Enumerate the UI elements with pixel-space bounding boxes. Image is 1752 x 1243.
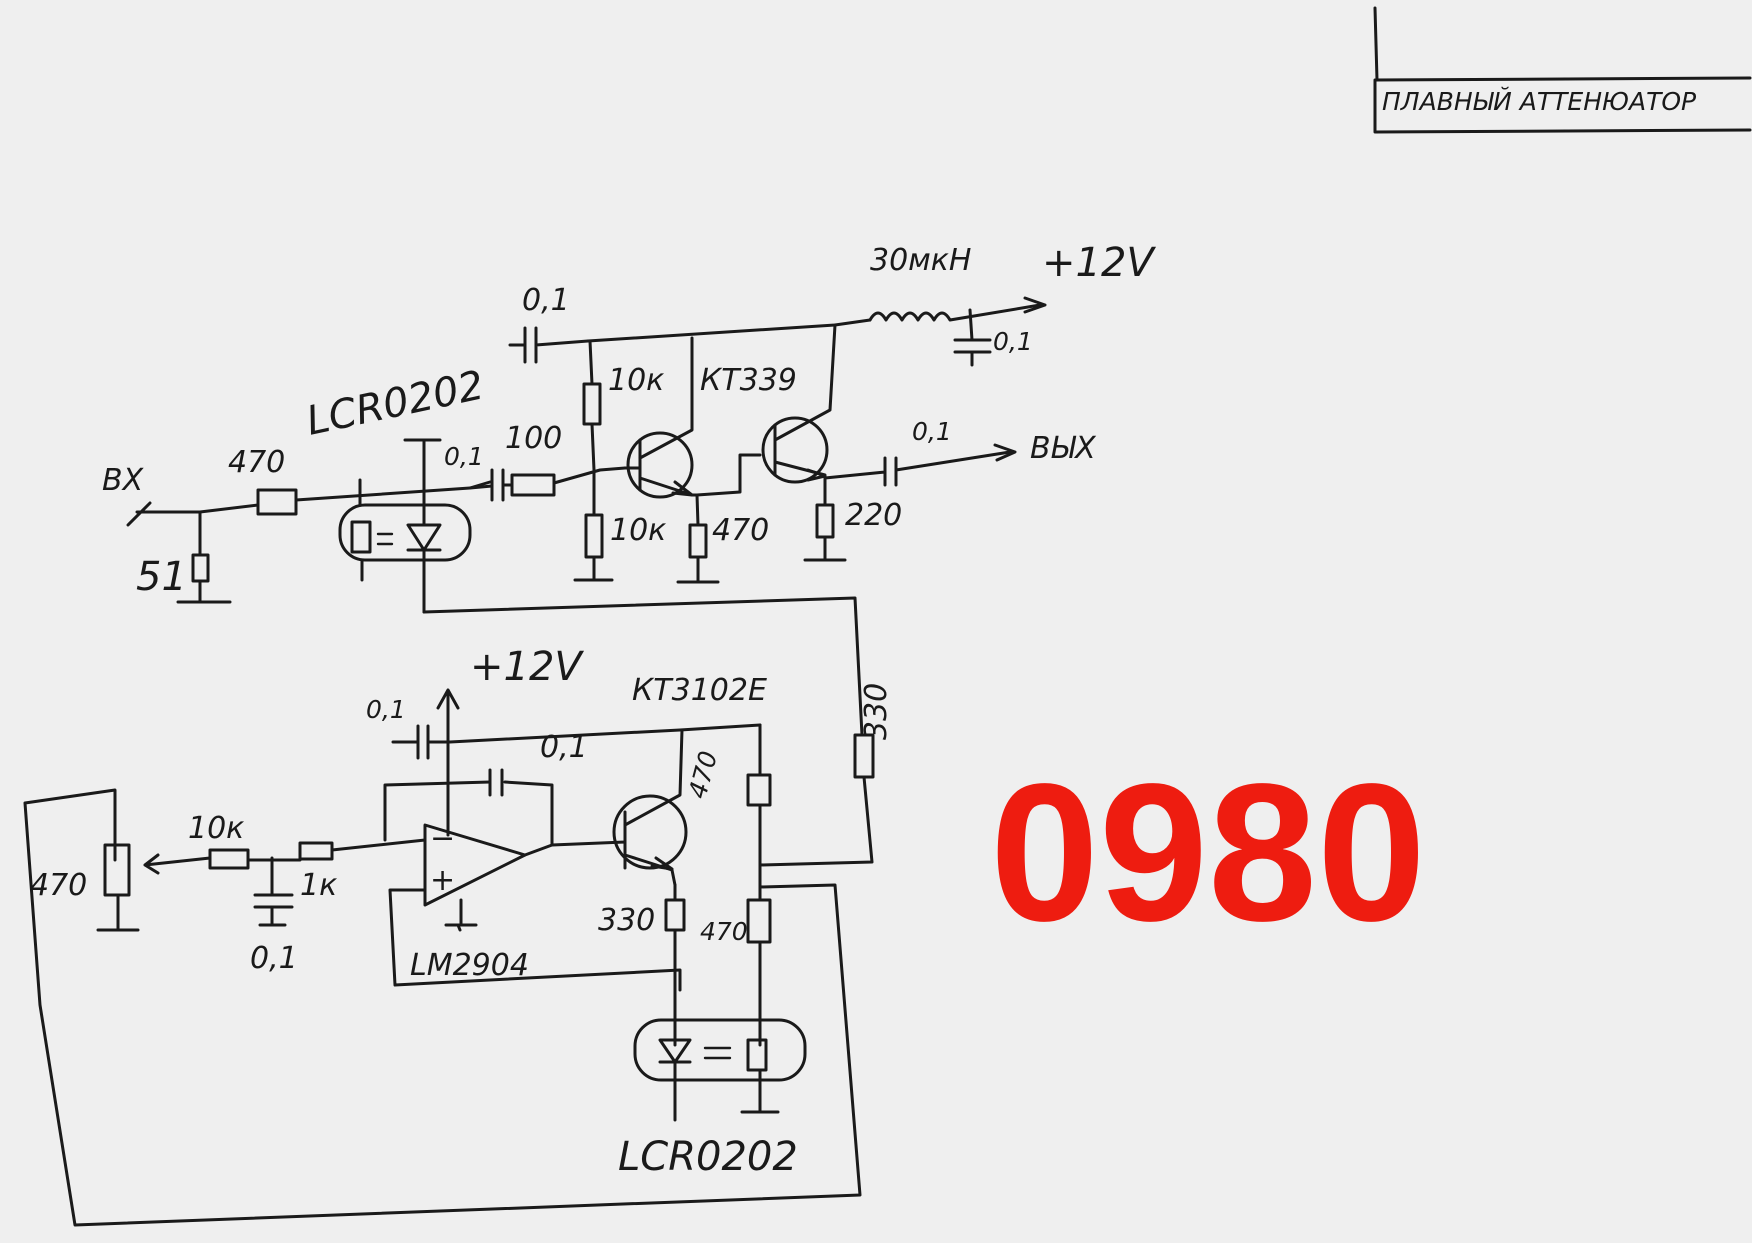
top-stage: ВХ 51 470 LCR0202 0,1 100 0,1 <box>102 240 1156 737</box>
led-symbol <box>406 523 442 552</box>
c-decouple-value: 0,1 <box>993 327 1033 356</box>
r-link-value: 330 <box>859 683 894 740</box>
inductor-30uh <box>868 303 1042 322</box>
title-block-text: ПЛАВНЫЙ АТТЕНЮАТОР <box>1382 87 1697 116</box>
input-terminal <box>126 501 202 527</box>
bottom-stage: 470 10к 0,1 1к − + LM2904 0,1 +12V 0,1 <box>23 644 894 1227</box>
resistor-10k-bottom <box>584 513 604 559</box>
transistor-kt3102e <box>612 794 688 870</box>
capacitor-feedback <box>488 768 504 797</box>
resistor-470-series <box>256 488 298 516</box>
r-bias-top-value: 10к <box>608 363 664 398</box>
outer-loop-wire <box>23 788 862 1227</box>
opamp-minus: − <box>430 821 455 856</box>
supply-rail-top <box>586 318 872 343</box>
r-series-bottom-value: 1к <box>300 868 337 903</box>
opamp-label: LM2904 <box>410 948 529 983</box>
supply-label-top: +12V <box>1042 240 1156 286</box>
capacitor-coupling <box>490 468 505 502</box>
resistor-330-link <box>853 733 875 779</box>
supply-arrow-bottom <box>436 688 460 837</box>
transistor-kt339-2 <box>761 416 829 484</box>
optocoupler-top-label: LCR0202 <box>303 362 488 444</box>
c-coupling-value: 0,1 <box>444 442 484 471</box>
output-label: ВЫХ <box>1030 431 1097 466</box>
c-filter-value: 0,1 <box>250 941 298 976</box>
transistor-top-label: КТ339 <box>700 363 797 398</box>
input-label: ВХ <box>102 463 145 498</box>
r-series-value: 470 <box>228 445 285 480</box>
r-input-value: 10к <box>188 811 244 846</box>
resistor-330-led <box>664 898 686 932</box>
resistor-10k-top <box>582 382 602 426</box>
r-led-value: 330 <box>598 903 655 938</box>
r-sense-value: 470 <box>700 917 748 946</box>
capacitor-decouple <box>953 308 992 367</box>
c-out-value: 0,1 <box>912 417 952 446</box>
r-bias-bottom-value: 10к <box>610 513 666 548</box>
photoresistor-symbol <box>350 520 372 554</box>
ground-symbol <box>176 579 232 604</box>
transistor-bottom-label: КТ3102Е <box>632 673 767 708</box>
output-arrow <box>993 443 1017 462</box>
supply-label-bottom: +12V <box>470 644 584 690</box>
resistor-220-emitter <box>815 503 835 539</box>
c-supply-bottom-value: 0,1 <box>366 695 406 724</box>
pot-wiper-arrow <box>143 853 212 875</box>
optocoupler-top <box>338 503 472 562</box>
opamp-plus: + <box>430 863 455 898</box>
pot-value: 470 <box>30 868 87 903</box>
inductor-value: 30мкН <box>870 243 971 278</box>
potentiometer-470 <box>103 843 131 897</box>
capacitor-supply-bottom <box>391 724 430 760</box>
supply-arrow-top <box>1023 296 1047 314</box>
resistor-51 <box>191 553 210 583</box>
r-base-value: 100 <box>505 421 562 456</box>
opamp-lm2904 <box>423 823 527 907</box>
resistor-470-sense <box>746 898 772 944</box>
transistor-kt339-1 <box>626 431 694 499</box>
c-supply-top-value: 0,1 <box>522 283 570 318</box>
capacitor-filter <box>253 856 294 927</box>
resistor-470-collector <box>746 773 772 807</box>
photoresistor-symbol-bottom <box>746 1038 768 1072</box>
title-block: ПЛАВНЫЙ АТТЕНЮАТОР <box>1373 6 1752 134</box>
optocoupler-bottom-label: LCR0202 <box>618 1134 798 1180</box>
resistor-470-emitter <box>688 523 708 559</box>
r-emitter2-value: 220 <box>845 498 902 533</box>
resistor-100-base <box>510 473 556 497</box>
r-shunt-value: 51 <box>136 554 187 600</box>
resistor-1k <box>298 841 334 861</box>
capacitor-out <box>823 450 1012 487</box>
resistor-10k-input <box>208 848 250 870</box>
document-number-stamp: 0980 <box>990 743 1426 962</box>
optocoupler-bottom <box>633 1018 807 1082</box>
r-emitter1-value: 470 <box>712 513 769 548</box>
capacitor-supply-top <box>508 326 590 364</box>
r-collector-value: 470 <box>683 748 723 802</box>
